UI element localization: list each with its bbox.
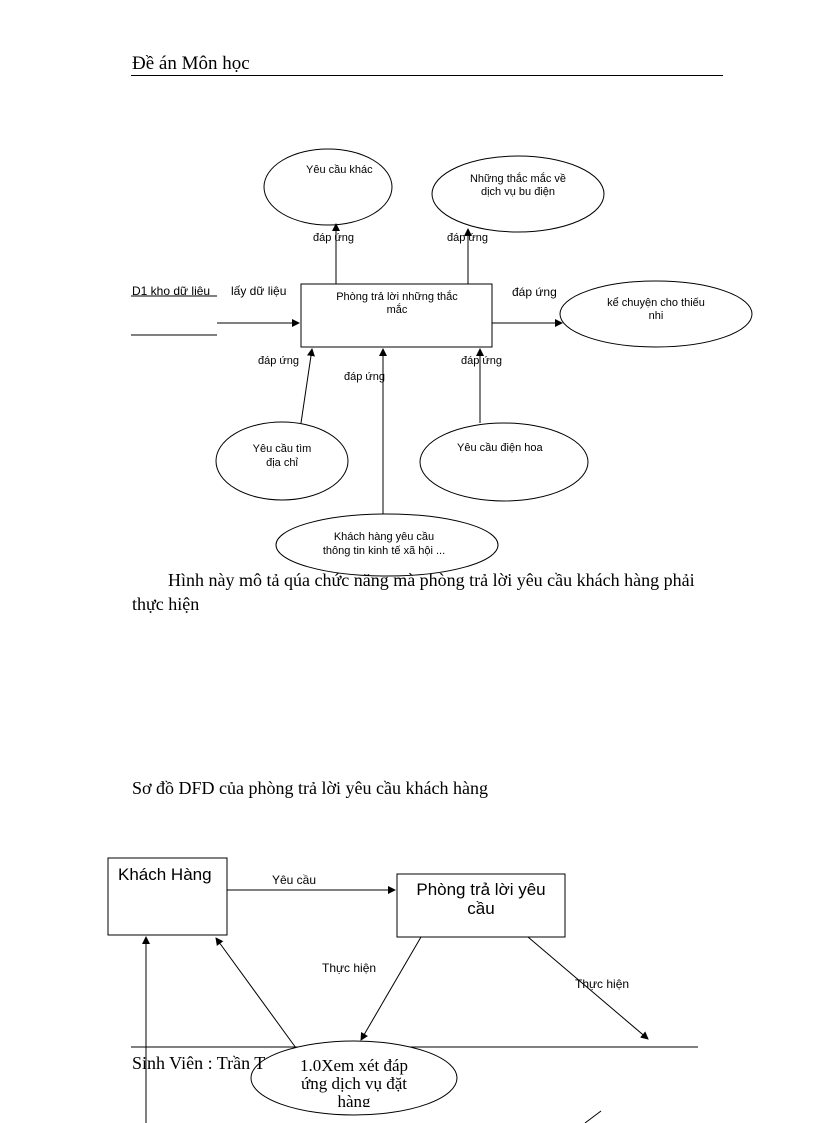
process-bubble-line2: ứng dịch vụ đặt [300,1074,407,1093]
bubble-story-line1: kể chuyện cho thiếu [607,297,705,309]
paragraph-line1: Hình này mô tả qúa chức năng mà phòng tr… [168,570,695,590]
diagram1-shapes [131,148,753,577]
paragraph-line2: thực hiện [132,594,200,614]
request-flow-label: Yêu cầu [272,873,317,887]
bubble-address-search [215,421,349,501]
bubble-address-line1: Yêu cầu tìm [252,443,312,455]
dept-box-label: Phòng trả lời yêu cầu [399,880,563,918]
bubble-postal-line2: dịch vụ bu điện [481,186,555,198]
diagram2-caption: Sơ đồ DFD của phòng trả lời yêu cầu khác… [132,778,488,798]
bubble-other-requests-label: Yêu cầu khác [306,164,373,176]
bubble-economic-info [275,513,499,577]
bubble-storytelling [559,280,753,348]
bubble-postal-questions-label: Những thắc mắc về dịch vụ bu điện [438,173,598,199]
bubble-postal-line1: Những thắc mắc về [469,173,567,185]
bubble-flower-order-label: Yêu cầu điện hoa [457,442,543,454]
bubble-economic-line2: thông tin kinh tế xã hội ... [322,545,446,557]
customer-box-label: Khách Hàng [118,865,212,884]
center-process-line1: Phòng trả lời những thắc [336,291,458,303]
customer-box [107,857,228,936]
process-bubble-line1: 1.0Xem xét đáp [299,1057,409,1075]
process-bubble-line3: hàng [337,1092,371,1108]
process-bubble-label: 1.0Xem xét đáp ứng dịch vụ đặt hàng [262,1057,446,1107]
dept-box-line2: cầu [467,899,495,918]
execute-flow-right-label: Thực hiện [575,977,630,991]
bubble-address-search-label: Yêu cầu tìm địa chỉ [225,442,339,470]
bubble-postal-questions [431,155,605,233]
center-process-line2: mắc [386,304,408,316]
bubble-story-line2: nhi [648,310,664,322]
dept-box [396,873,566,938]
flow-label-economic: đáp ứng [344,371,386,383]
center-process-box [300,283,493,348]
data-store-label: D1 kho dữ liệu [132,284,211,298]
flow-label-story: đáp ứng [512,285,557,299]
flow-label-other: đáp ứng [313,232,355,244]
header-rule [131,75,723,76]
bubble-flower-order [419,422,589,502]
bubble-other-requests [263,148,393,226]
flow-label-postal: đáp ứng [447,232,489,244]
diagram2-shapes [107,857,698,1123]
bubble-economic-info-label: Khách hàng yêu cầu thông tin kinh tế xã … [287,530,481,558]
bubble-address-line2: địa chỉ [266,457,298,469]
dept-box-line1: Phòng trả lời yêu [416,880,546,899]
header-title: Đề án Môn học [132,53,250,74]
flow-label-flower: đáp ứng [461,355,503,367]
execute-flow-left-label: Thực hiện [322,961,377,975]
footer-student: Sinh Viên : Trần T [132,1053,266,1073]
process-bubble [250,1040,458,1116]
center-process-label: Phòng trả lời những thắc mắc [303,291,491,317]
store-flow-label: lấy dữ liệu [231,284,287,298]
bubble-economic-line1: Khách hàng yêu cầu [333,531,435,543]
bubble-storytelling-label: kể chuyện cho thiếu nhi [578,297,734,323]
flow-label-address: đáp ứng [258,355,300,367]
